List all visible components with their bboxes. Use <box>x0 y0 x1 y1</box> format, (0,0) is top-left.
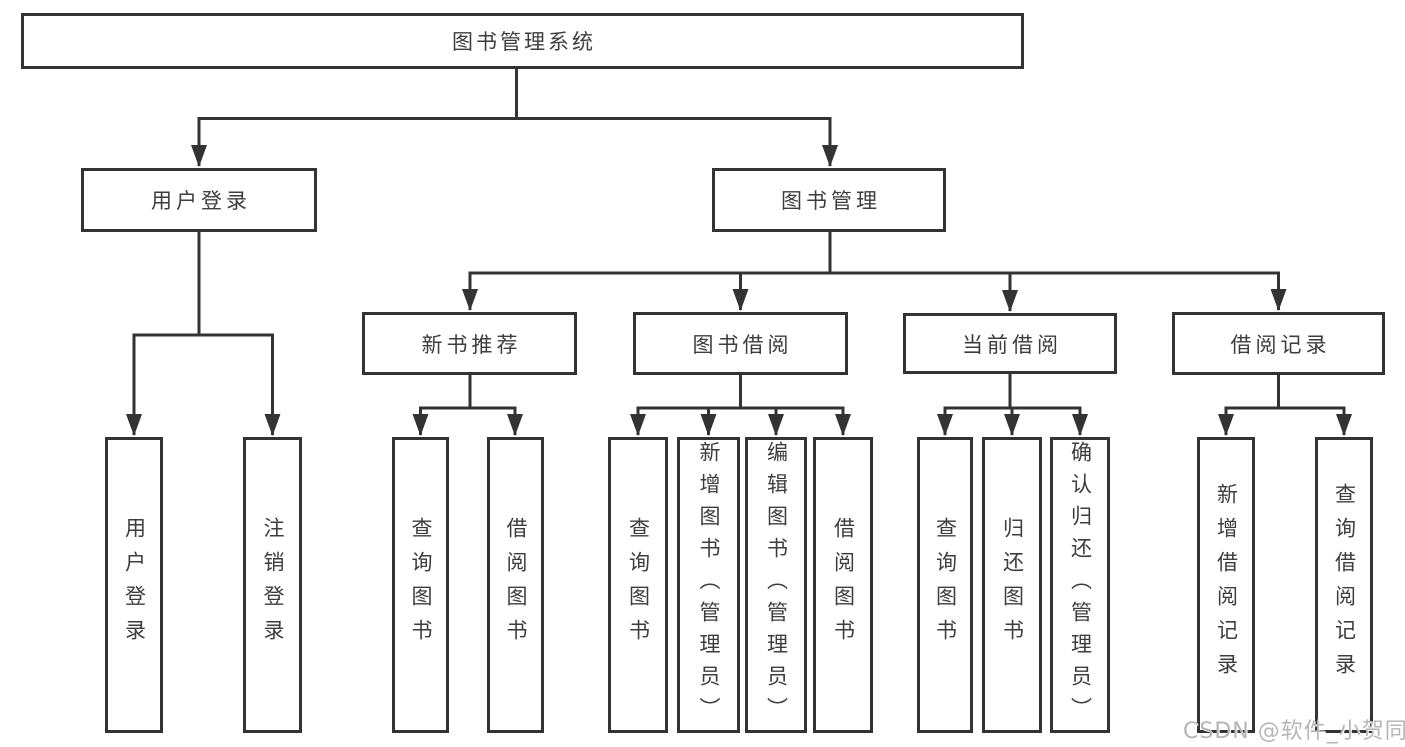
node-book-management-label: 图书管理 <box>781 189 881 213</box>
node-current-borrowing: 当前借阅 <box>903 313 1117 374</box>
leaf-logout-label: 注销登录 <box>261 517 285 653</box>
node-borrowing-records: 借阅记录 <box>1172 312 1385 375</box>
leaf-add-books-admin-label: 新增图书（管理员） <box>697 441 721 729</box>
node-book-management-system-label: 图书管理系统 <box>452 30 596 54</box>
node-current-borrowing-label: 当前借阅 <box>962 332 1062 357</box>
leaf-query-books-current: 查询图书 <box>917 437 973 733</box>
leaf-borrow-books-recommend: 借阅图书 <box>487 437 544 733</box>
leaf-confirm-return-admin: 确认归还（管理员） <box>1050 437 1110 733</box>
leaf-edit-books-admin: 编辑图书（管理员） <box>745 437 807 733</box>
leaf-return-books-label: 归还图书 <box>1000 517 1025 653</box>
leaf-query-borrow-record: 查询借阅记录 <box>1315 437 1373 733</box>
leaf-add-books-admin: 新增图书（管理员） <box>677 437 740 733</box>
leaf-confirm-return-admin-label: 确认归还（管理员） <box>1068 441 1093 729</box>
node-user-login: 用户登录 <box>81 168 317 232</box>
node-new-book-recommend: 新书推荐 <box>362 312 577 375</box>
leaf-query-borrow-record-label: 查询借阅记录 <box>1332 483 1357 687</box>
leaf-query-books-recommend-label: 查询图书 <box>409 517 433 653</box>
leaf-add-borrow-record-label: 新增借阅记录 <box>1214 483 1239 687</box>
leaf-borrow-books-label: 借阅图书 <box>831 517 856 653</box>
leaf-user-login-label: 用户登录 <box>122 517 147 653</box>
csdn-watermark: CSDN @软件_小贺同学 <box>1183 719 1405 744</box>
leaf-query-books-current-label: 查询图书 <box>933 517 958 653</box>
node-book-management-system: 图书管理系统 <box>21 13 1024 69</box>
node-user-login-label: 用户登录 <box>151 189 251 213</box>
leaf-query-books-borrow: 查询图书 <box>608 437 668 733</box>
node-book-management: 图书管理 <box>712 168 946 232</box>
node-borrowing-records-label: 借阅记录 <box>1230 332 1331 357</box>
node-book-borrowing: 图书借阅 <box>633 312 848 375</box>
node-new-book-recommend-label: 新书推荐 <box>421 332 522 357</box>
leaf-return-books: 归还图书 <box>982 437 1042 733</box>
leaf-query-books-recommend: 查询图书 <box>392 437 449 733</box>
leaf-query-books-borrow-label: 查询图书 <box>626 517 651 653</box>
leaf-user-login: 用户登录 <box>105 437 163 733</box>
leaf-add-borrow-record: 新增借阅记录 <box>1197 437 1255 733</box>
leaf-edit-books-admin-label: 编辑图书（管理员） <box>764 441 789 729</box>
leaf-borrow-books-recommend-label: 借阅图书 <box>504 517 528 653</box>
leaf-logout: 注销登录 <box>243 437 302 733</box>
node-book-borrowing-label: 图书借阅 <box>692 332 793 357</box>
leaf-borrow-books: 借阅图书 <box>813 437 873 733</box>
